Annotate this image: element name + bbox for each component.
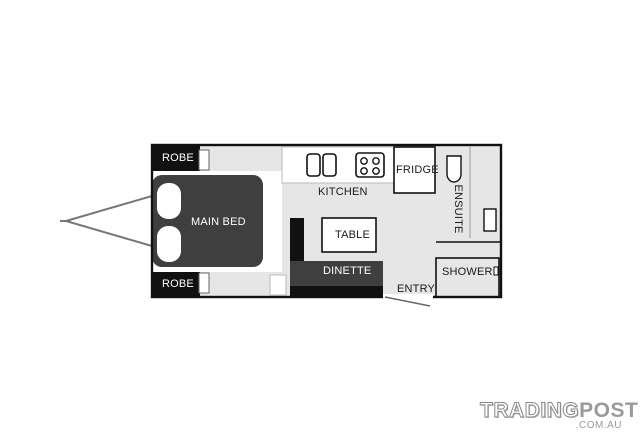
dinette-base bbox=[290, 286, 383, 297]
kitchen-label: KITCHEN bbox=[318, 186, 368, 198]
sink bbox=[306, 153, 337, 177]
cooktop bbox=[355, 152, 385, 178]
main-bed-label: MAIN BED bbox=[191, 216, 246, 228]
outer-wall bbox=[150, 143, 503, 299]
shower-tap bbox=[493, 266, 499, 276]
robe-top-label: ROBE bbox=[162, 152, 194, 164]
vanity-basin bbox=[483, 208, 497, 232]
entry-door bbox=[384, 296, 431, 307]
pillow-bottom bbox=[157, 226, 181, 262]
robe-bottom-inner-line bbox=[198, 272, 210, 294]
shower-label: SHOWER bbox=[442, 266, 493, 278]
robe-top-block bbox=[152, 145, 200, 171]
tow-hitch bbox=[60, 195, 153, 247]
toilet-icon bbox=[446, 155, 462, 183]
fridge-box bbox=[393, 146, 436, 194]
fridge-label: FRIDGE bbox=[396, 164, 439, 176]
watermark-domain: .COM.AU bbox=[575, 420, 622, 431]
dinette-label: DINETTE bbox=[323, 265, 372, 277]
pillow-top bbox=[157, 183, 181, 219]
robe-bottom-label: ROBE bbox=[162, 278, 194, 290]
ensuite-label: ENSUITE bbox=[452, 184, 464, 234]
table-label: TABLE bbox=[335, 229, 371, 241]
table-box bbox=[321, 217, 377, 253]
entry-gap bbox=[383, 294, 433, 300]
entry-label: ENTRY bbox=[397, 283, 436, 295]
watermark-post: POST bbox=[579, 399, 639, 422]
robe-top-inner-line bbox=[198, 149, 210, 171]
dinette-seat-bottom bbox=[290, 261, 383, 286]
tradingpost-watermark: TRADINGPOST .COM.AU bbox=[479, 399, 637, 431]
watermark-trading: TRADING bbox=[479, 399, 580, 422]
robe-bottom-block bbox=[152, 272, 200, 297]
bedroom-side-cabinet bbox=[269, 274, 287, 296]
